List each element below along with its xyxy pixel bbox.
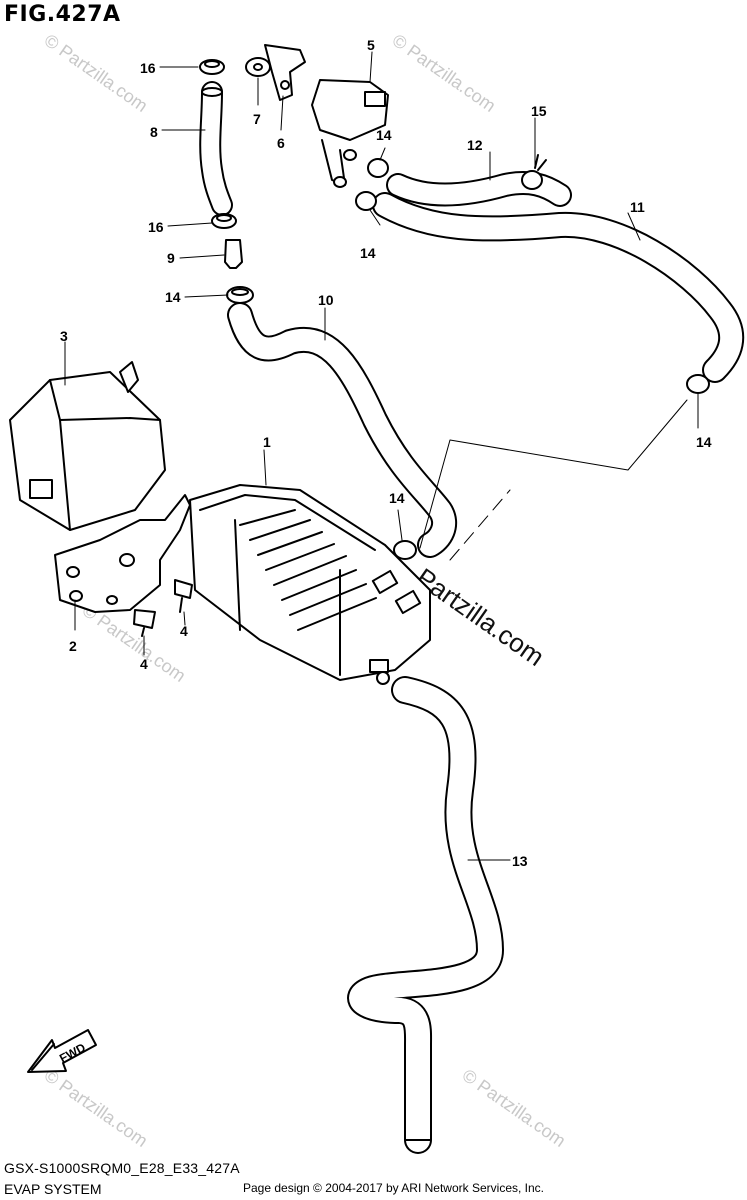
grommet-7 (245, 57, 271, 77)
hose-12 (386, 171, 572, 207)
callout-14: 14 (389, 490, 405, 506)
system-name: EVAP SYSTEM (4, 1181, 102, 1197)
clamp-16 (199, 59, 225, 75)
clamp-14 (226, 286, 254, 304)
hose-11 (372, 192, 745, 383)
valve-5 (311, 79, 389, 188)
leader-lines (64, 51, 699, 861)
callout-5: 5 (367, 37, 375, 53)
callout-2: 2 (69, 638, 77, 654)
clamp-14 (367, 158, 389, 178)
canister-1 (189, 484, 431, 685)
clamp-15 (521, 154, 547, 190)
callout-4: 4 (140, 656, 148, 672)
fwd-arrow-icon (27, 1029, 97, 1073)
clamp-14 (355, 191, 377, 211)
callout-4: 4 (180, 623, 188, 639)
callout-14: 14 (165, 289, 181, 305)
hose-10 (227, 302, 458, 558)
joint-9 (224, 239, 243, 269)
callout-16: 16 (140, 60, 156, 76)
callout-6: 6 (277, 135, 285, 151)
cover-3 (9, 361, 166, 531)
diagram-code: GSX-S1000SRQM0_E28_E33_427A (4, 1160, 240, 1176)
callout-7: 7 (253, 111, 261, 127)
callout-13: 13 (512, 853, 528, 869)
bracket-2 (54, 494, 191, 613)
callout-14: 14 (696, 434, 712, 450)
callout-8: 8 (150, 124, 158, 140)
clamp-16 (211, 213, 237, 229)
callout-14: 14 (360, 245, 376, 261)
hose-13 (347, 676, 504, 1154)
clamp-14 (686, 374, 710, 394)
bolt-4 (174, 579, 193, 613)
copyright: Page design © 2004-2017 by ARI Network S… (243, 1181, 545, 1195)
callout-9: 9 (167, 250, 175, 266)
bracket-6 (264, 44, 306, 101)
callout-1: 1 (263, 434, 271, 450)
callout-10: 10 (318, 292, 334, 308)
figure-title: FIG.427A (4, 2, 121, 27)
hose-8 (199, 81, 233, 216)
callout-14: 14 (376, 127, 392, 143)
callout-3: 3 (60, 328, 68, 344)
callout-12: 12 (467, 137, 483, 153)
callout-16: 16 (148, 219, 164, 235)
bolt-4 (133, 609, 156, 637)
callout-15: 15 (531, 103, 547, 119)
callout-11: 11 (630, 199, 645, 215)
clamp-14 (393, 540, 417, 560)
